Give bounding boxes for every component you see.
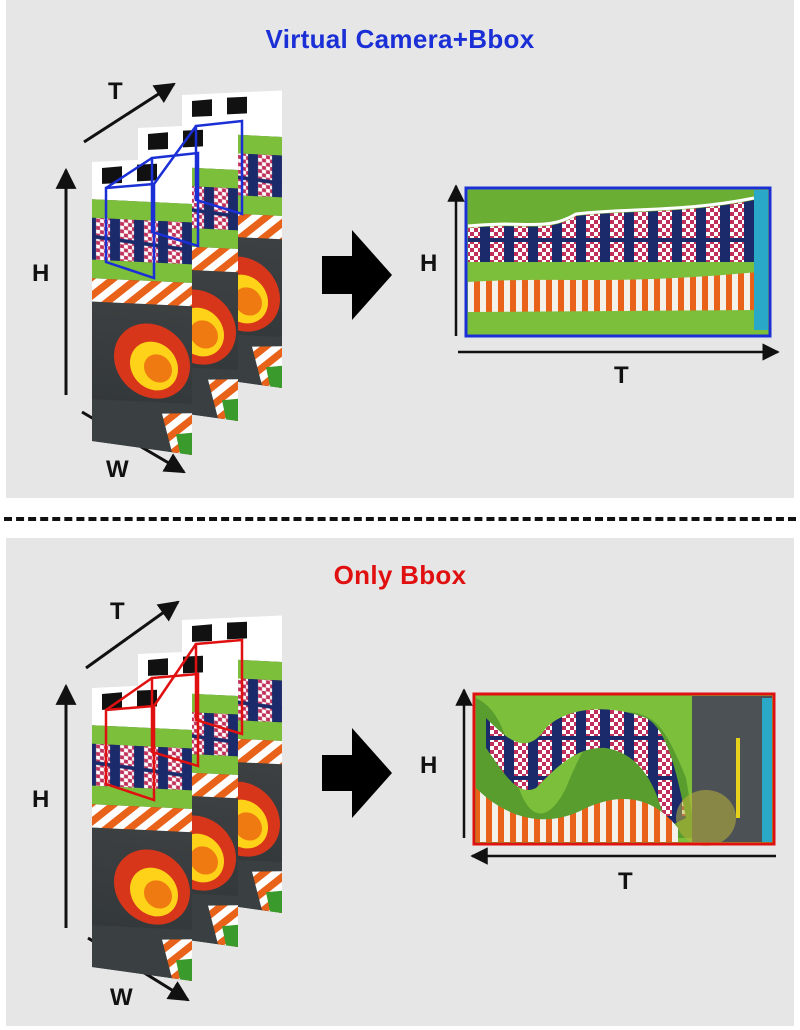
result-axis-label-t: T [614,362,629,389]
panel-only-bbox: Only Bbox [6,538,794,1026]
axis-t-arrow [83,82,176,144]
bbox-group [104,638,244,802]
panel-virtual-camera-bbox: Virtual Camera+Bbox [6,0,794,498]
panel-title: Virtual Camera+Bbox [265,24,535,54]
axis-label-w: W [106,456,129,483]
axis-label-h: H [32,786,50,813]
bbox-2 [150,672,200,768]
result-bbox-frame [464,186,772,338]
axis-label-w: W [110,984,133,1011]
arrow-right-icon [322,728,392,818]
diagram-canvas [55,600,776,1002]
bbox-1 [104,704,156,802]
result-image [472,692,776,846]
bbox-3 [194,638,244,736]
axis-label-t: T [110,598,125,625]
bbox-3 [194,119,244,216]
result-axis-label-h: H [420,250,438,277]
dashed-separator [4,517,796,521]
axis-label-t: T [108,78,123,105]
bbox-group [104,119,244,280]
bbox-1 [104,182,156,280]
bbox-2 [150,151,200,248]
diagram-canvas [55,76,780,474]
result-bbox-frame [472,692,776,846]
arrow-right-icon [322,230,392,320]
axis-t-arrow [85,600,180,670]
panel-title: Only Bbox [333,560,467,590]
result-axis-label-t: T [618,868,633,895]
result-axis-label-h: H [420,752,438,779]
axis-label-h: H [32,260,50,287]
result-image [464,186,772,338]
